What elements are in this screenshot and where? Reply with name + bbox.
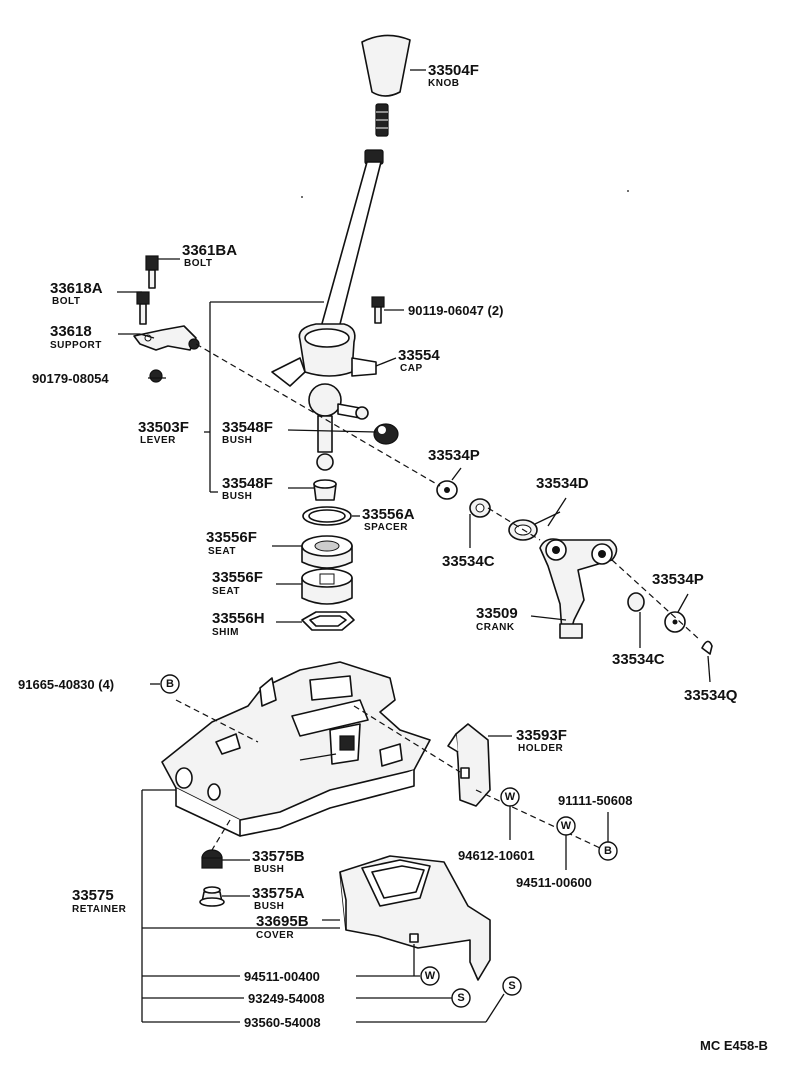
svg-text:B: B [604,845,612,857]
label-support-name: SUPPORT [50,340,102,351]
bush-b-drawing [201,849,223,869]
symbol-s-screw2: S [502,976,522,996]
label-shim-number: 33556H [212,610,265,627]
collar-c1-drawing [469,498,491,518]
label-crank-number: 33509 [476,605,518,622]
symbol-w-holder2: W [556,816,576,836]
label-spacer-number: 33556A [362,506,415,523]
label-bush-lower-name: BUSH [222,491,252,502]
label-spring-d-number: 33534D [536,475,589,492]
label-seat1-name: SEAT [208,546,236,557]
label-washer-p1-number: 33534P [428,447,480,464]
knob-drawing [361,34,411,137]
label-retainer-name: RETAINER [72,904,127,915]
label-bush-b-name: BUSH [254,864,284,875]
label-spacer-name: SPACER [364,522,408,533]
label-lever-number: 33503F [138,419,189,436]
leader-lines [117,69,711,1023]
label-retainer-number: 33575 [72,887,114,904]
label-cover-washer-number: 94511-00400 [244,969,320,984]
label-seat2-name: SEAT [212,586,240,597]
label-cover-number: 33695B [256,913,309,930]
label-bush-lower-number: 33548F [222,475,273,492]
cover-drawing [339,855,491,981]
label-bush-a-number: 33575A [252,885,305,902]
diagram-code: MC E458-B [700,1038,768,1053]
label-seat1-number: 33556F [206,529,257,546]
clip-q-drawing [701,640,713,655]
label-cover-name: COVER [256,930,294,941]
label-holder-number: 33593F [516,727,567,744]
svg-text:B: B [166,678,174,690]
label-collar-c1-number: 33534C [442,553,495,570]
svg-text:S: S [508,980,515,992]
label-screw1-number: 93249-54008 [248,991,325,1006]
seat1-drawing [301,535,353,569]
spacer-drawing [302,506,352,526]
label-bush-b-number: 33575B [252,848,305,865]
label-retainer-bolt-number: 91665-40830 (4) [18,677,114,692]
label-knob-number: 33504F [428,62,479,79]
label-bolt1-name: BOLT [184,258,212,269]
bush-lower-drawing [313,479,337,501]
label-bolt1-number: 3361BA [182,242,237,259]
label-knob-name: KNOB [428,78,459,89]
lever-drawing [271,149,384,471]
washer-p2-drawing [664,611,686,633]
symbol-w-holder1: W [500,787,520,807]
label-bolt2-number: 33618A [50,280,103,297]
label-holder-bolt-number: 91111-50608 [558,793,632,808]
symbol-b-holder: B [598,841,618,861]
label-washer-p2-number: 33534P [652,571,704,588]
label-lever-name: LEVER [140,435,176,446]
label-holder-name: HOLDER [518,743,564,754]
label-cap-number: 33554 [398,347,440,364]
label-seat2-number: 33556F [212,569,263,586]
label-cap-bolt-number: 90119-06047 (2) [408,303,503,318]
crank-drawing [539,538,618,639]
label-collar-c2-number: 33534C [612,651,665,668]
label-nut-number: 90179-08054 [32,371,109,386]
label-shim-name: SHIM [212,627,239,638]
label-holder-washer2-number: 94511-00600 [516,875,592,890]
bush-upper-drawing [373,423,399,445]
support-drawing [133,255,200,383]
svg-text:W: W [561,820,572,832]
label-screw2-number: 93560-54008 [244,1015,321,1030]
svg-text:W: W [425,970,436,982]
label-bolt2-name: BOLT [52,296,80,307]
label-bush-upper-name: BUSH [222,435,252,446]
symbol-b-retainer: B [160,674,180,694]
svg-text:W: W [505,791,516,803]
shim-drawing [301,611,355,631]
label-holder-washer1-number: 94612-10601 [458,848,535,863]
label-bush-upper-number: 33548F [222,419,273,436]
bush-a-drawing [199,886,225,907]
label-support-number: 33618 [50,323,92,340]
cap-bolt-drawing [371,296,385,324]
collar-c2-drawing [627,592,645,612]
seat2-drawing [301,568,353,605]
label-crank-name: CRANK [476,622,515,633]
retainer-drawing [161,661,431,837]
label-cap-name: CAP [400,363,423,374]
symbol-w-cover: W [420,966,440,986]
label-bush-a-name: BUSH [254,901,284,912]
symbol-s-screw1: S [451,988,471,1008]
holder-drawing [447,723,491,807]
labels: 33504F KNOB 3361BA BOLT 33618A BOLT 3361… [18,62,768,1053]
svg-text:S: S [457,992,464,1004]
label-clip-q-number: 33534Q [684,687,738,704]
washer-p1-drawing [436,480,458,500]
